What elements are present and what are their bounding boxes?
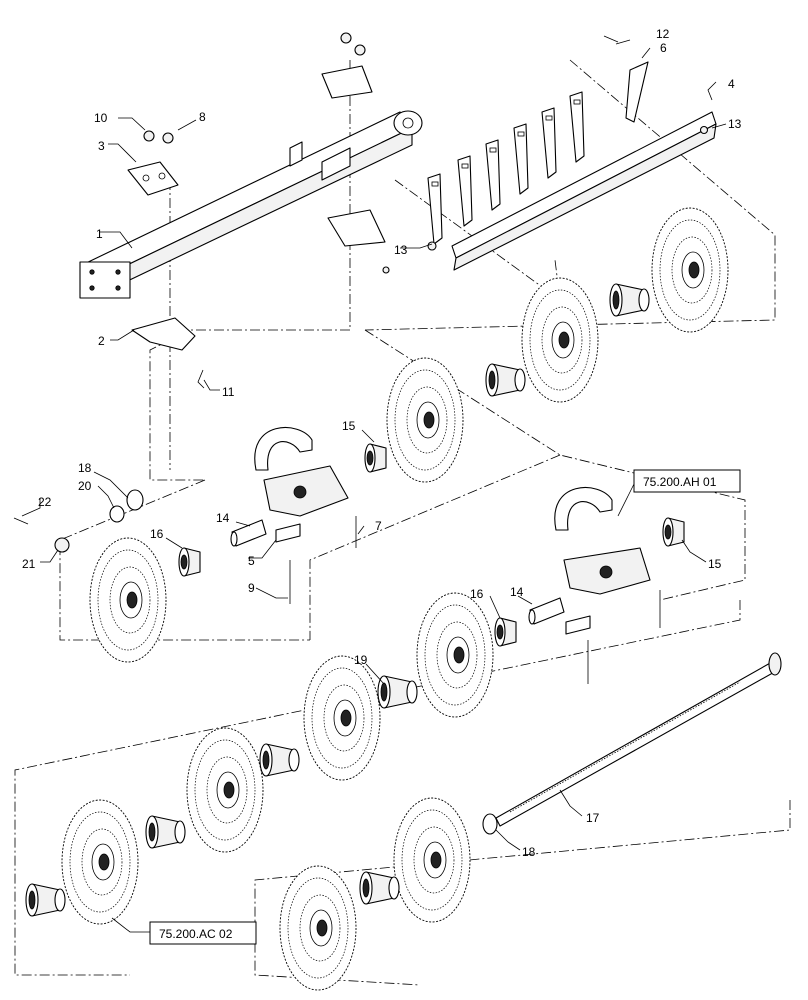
callout-8: 8 xyxy=(199,110,206,124)
callout-22: 22 xyxy=(38,495,52,509)
callout-1: 1 xyxy=(96,227,103,241)
leader-lines xyxy=(21,35,727,933)
gang-shaft xyxy=(482,652,782,835)
frame-tube xyxy=(79,110,423,299)
callout-19: 19 xyxy=(354,653,368,667)
callout-14b: 14 xyxy=(510,585,524,599)
fasteners-frame xyxy=(143,32,390,389)
callout-14a: 14 xyxy=(216,511,230,525)
callout-18a: 18 xyxy=(78,461,92,475)
callout-15a: 15 xyxy=(342,419,356,433)
callout-9: 9 xyxy=(248,581,255,595)
end-hardware xyxy=(13,489,144,553)
callout-6: 6 xyxy=(660,41,667,55)
reference-box-ac[interactable]: 75.200.AC 02 xyxy=(149,921,257,945)
callout-18b: 18 xyxy=(522,845,536,859)
callout-labels: 1 2 3 4 5 6 7 8 9 10 11 12 13 13 14 14 1… xyxy=(22,27,742,859)
callout-2: 2 xyxy=(98,334,105,348)
callout-13a: 13 xyxy=(728,117,742,131)
bearing-hangers xyxy=(254,427,651,595)
callout-15b: 15 xyxy=(708,557,722,571)
tine-bar xyxy=(427,39,717,271)
callout-5: 5 xyxy=(248,554,255,568)
reference-box-ah[interactable]: 75.200.AH 01 xyxy=(633,469,741,493)
callout-16a: 16 xyxy=(150,527,164,541)
callout-10: 10 xyxy=(94,111,108,125)
reference-label-ac: 75.200.AC 02 xyxy=(159,927,233,941)
callout-12: 12 xyxy=(656,27,670,41)
callout-20: 20 xyxy=(78,479,92,493)
callout-11: 11 xyxy=(222,385,235,399)
callout-21: 21 xyxy=(22,557,36,571)
reference-label-ah: 75.200.AH 01 xyxy=(643,475,717,489)
callout-3: 3 xyxy=(98,139,105,153)
callout-17: 17 xyxy=(586,811,600,825)
mount-plates xyxy=(127,65,386,351)
shaft-parts xyxy=(230,516,661,684)
callout-4: 4 xyxy=(728,77,735,91)
callout-16b: 16 xyxy=(470,587,484,601)
callout-7: 7 xyxy=(375,519,382,533)
callout-13b: 13 xyxy=(394,243,408,257)
